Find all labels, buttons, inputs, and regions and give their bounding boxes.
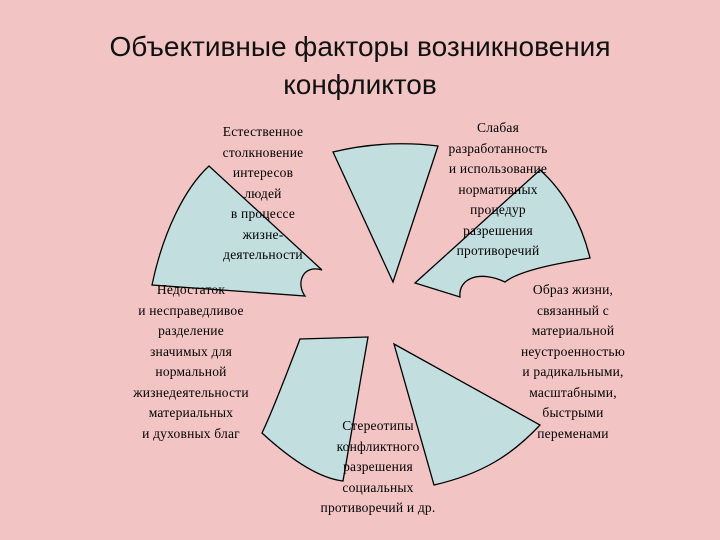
factor-label-left: Недостаток и несправедливое разделение з… <box>106 280 276 444</box>
factor-line: переменами <box>537 425 609 441</box>
title-line-1: Объективные факторы возникновения <box>109 31 611 62</box>
factor-line: в процессе <box>230 206 296 221</box>
factor-line: Слабая <box>476 120 519 135</box>
factor-line: и использование <box>448 161 548 176</box>
factor-line: интересов <box>232 165 294 180</box>
factor-line: противоречий <box>456 243 540 258</box>
factor-line: связанный с <box>536 302 610 318</box>
factor-line: значимых для <box>150 343 232 359</box>
factor-line: Стереотипы <box>342 418 414 433</box>
factor-line: нормальной <box>155 364 227 379</box>
factor-line: социальных <box>342 479 414 495</box>
factor-line: конфликтного <box>336 438 420 454</box>
segment-upper-left <box>151 165 323 297</box>
factor-line: разработанность <box>448 140 548 156</box>
factor-line: масштабными, <box>529 384 617 400</box>
factor-line: быстрыми <box>542 405 604 420</box>
factor-label-top-left: Естественное столкновение интересов люде… <box>183 122 343 266</box>
factor-line: нормативных <box>458 181 538 197</box>
factor-line: столкновение <box>222 144 304 160</box>
factor-label-right: Образ жизни, связанный с материальной не… <box>488 280 658 444</box>
factor-line: Образ жизни, <box>532 282 614 297</box>
factor-line: неустроенностью <box>520 343 625 359</box>
factor-line: деятельности <box>223 247 303 262</box>
factor-line: и радикальными, <box>522 364 624 379</box>
factor-line: и духовных благ <box>142 425 240 441</box>
factor-line: разделение <box>158 323 224 338</box>
factor-line: жизнедеятельности <box>133 384 249 400</box>
factor-line: разрешения <box>463 222 533 238</box>
segment-lower-left <box>261 336 369 482</box>
segment-top <box>332 143 439 284</box>
factor-line: материальных <box>148 405 234 420</box>
factor-line: Естественное <box>222 124 304 139</box>
factor-line: Недостаток <box>156 282 226 297</box>
factor-line: людей <box>244 185 282 201</box>
factor-line: разрешения <box>343 459 413 474</box>
factor-line: процедур <box>470 202 526 217</box>
factor-line: жизне- <box>242 226 284 242</box>
factor-line: материальной <box>531 323 615 338</box>
factor-line: и несправедливое <box>138 302 244 318</box>
slide-title: Объективные факторы возникновения конфли… <box>0 28 720 104</box>
segment-lower-right <box>392 342 542 486</box>
factor-label-top-right: Слабая разработанность и использование н… <box>413 118 583 262</box>
factor-line: противоречий и др. <box>320 500 436 515</box>
segment-upper-right <box>413 169 591 298</box>
factor-label-bottom: Стереотипы конфликтного разрешения социа… <box>293 416 463 519</box>
title-line-2: конфликтов <box>283 69 437 100</box>
